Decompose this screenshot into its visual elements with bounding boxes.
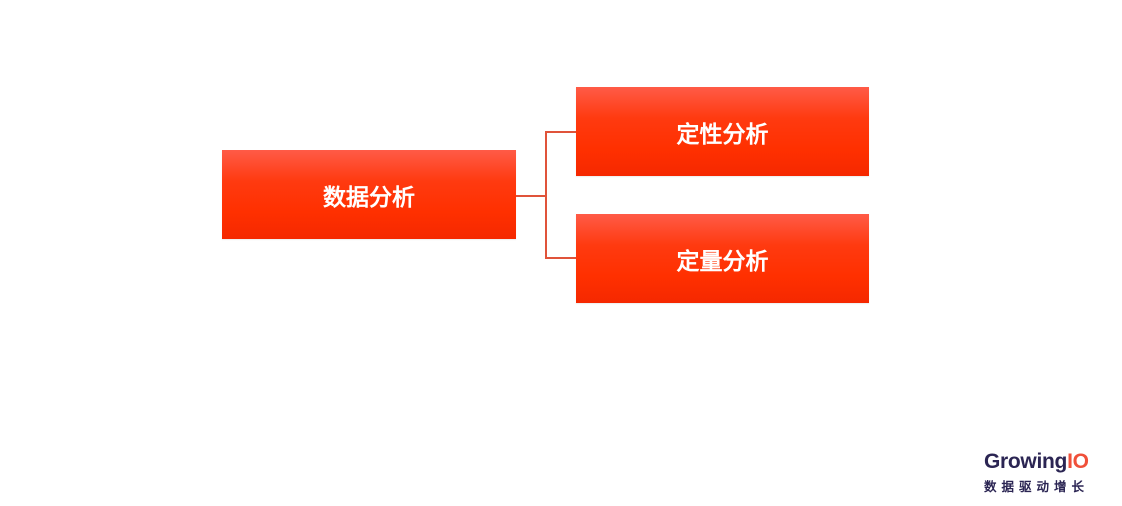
node-label: 定量分析	[676, 248, 769, 275]
logo-wordmark-main: Growing	[984, 450, 1068, 473]
logo-tagline: 数据驱动增长	[984, 479, 1090, 494]
growingio-logo: GrowingIO 数据驱动增长	[984, 450, 1108, 495]
connector-branch-qualitative	[545, 131, 576, 133]
connector-branch-quantitative	[545, 257, 576, 259]
connector-vertical	[545, 131, 547, 259]
node-label: 定性分析	[676, 121, 769, 148]
connector-root-horizontal	[516, 195, 547, 197]
node-quantitative-analysis: 定量分析	[576, 214, 869, 303]
logo-wordmark-accent: IO	[1067, 450, 1089, 473]
node-qualitative-analysis: 定性分析	[576, 87, 869, 176]
logo-wordmark: GrowingIO	[984, 450, 1108, 474]
node-data-analysis: 数据分析	[222, 150, 516, 239]
node-label: 数据分析	[323, 184, 415, 211]
